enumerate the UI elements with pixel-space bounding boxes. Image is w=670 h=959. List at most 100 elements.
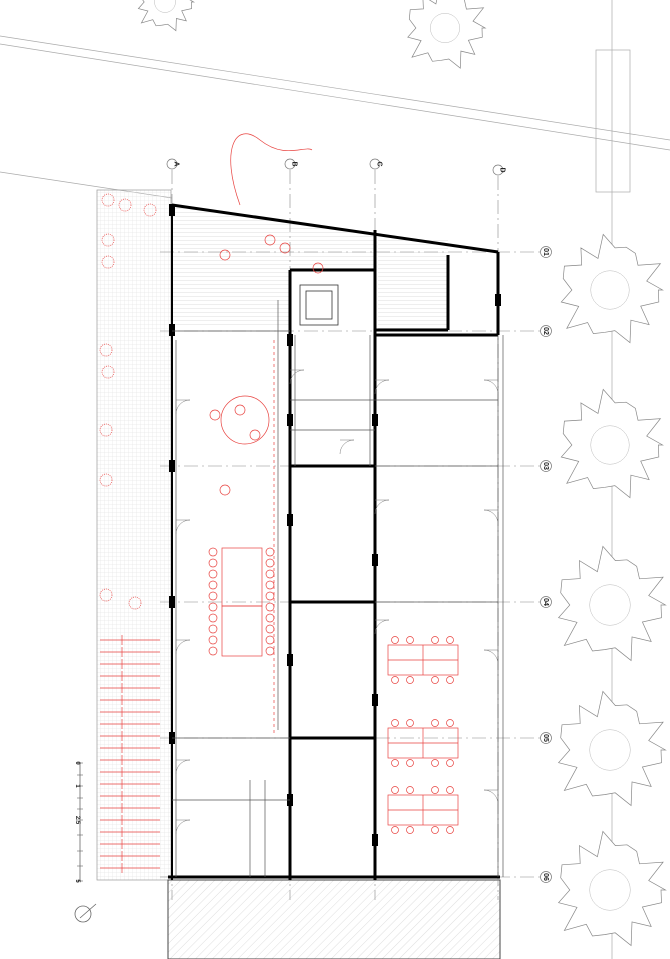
long-table xyxy=(221,547,263,607)
chair-icon xyxy=(406,759,414,767)
door-swing xyxy=(483,789,499,805)
chair-icon xyxy=(446,786,454,794)
column xyxy=(495,294,501,306)
tree-inner xyxy=(430,13,460,43)
door-swing xyxy=(175,519,191,535)
column xyxy=(372,694,378,706)
grid-label-A: A xyxy=(173,161,180,166)
grid-bubble-02 xyxy=(540,325,552,337)
chair-icon xyxy=(406,719,414,727)
chair-icon xyxy=(208,580,218,590)
chair-icon xyxy=(265,635,275,645)
tree-inner xyxy=(590,425,630,465)
door-swing xyxy=(175,399,191,415)
tree-icon xyxy=(560,233,664,344)
door-swing xyxy=(374,379,390,395)
tree-icon xyxy=(137,0,196,32)
wall xyxy=(171,203,499,254)
stairwell xyxy=(378,240,448,330)
person-icon xyxy=(312,262,324,274)
circulation-path xyxy=(230,133,313,206)
chair-icon xyxy=(208,569,218,579)
chair-icon xyxy=(265,547,275,557)
chair-icon xyxy=(431,676,439,684)
grid-bubble-05 xyxy=(540,732,552,744)
person-icon xyxy=(234,404,246,416)
door-swing xyxy=(483,379,499,395)
chair-icon xyxy=(208,591,218,601)
grid-bubble-B xyxy=(284,158,296,170)
chair-icon xyxy=(208,558,218,568)
tree-inner xyxy=(589,869,631,911)
person-icon xyxy=(209,409,221,421)
chair-icon xyxy=(265,602,275,612)
grid-bubble-D xyxy=(492,164,504,176)
plant-icon xyxy=(101,255,115,269)
grid-label-05: 05 xyxy=(542,734,549,742)
chair-icon xyxy=(406,826,414,834)
chair-icon xyxy=(208,624,218,634)
terrace xyxy=(96,189,172,881)
chair-icon xyxy=(431,719,439,727)
chair-icon xyxy=(265,646,275,656)
tree-icon xyxy=(557,545,667,662)
chair-icon xyxy=(265,591,275,601)
scale-bar: 0 1 2.5 5 xyxy=(74,761,83,883)
grid-label-06: 06 xyxy=(542,873,549,881)
column xyxy=(372,414,378,426)
chair-icon xyxy=(208,602,218,612)
chair-icon xyxy=(431,759,439,767)
chair-icon xyxy=(391,786,399,794)
scale-label-1: 1 xyxy=(74,784,80,788)
chair-icon xyxy=(406,786,414,794)
grid-bubble-06 xyxy=(540,871,552,883)
grid-label-02: 02 xyxy=(542,327,549,335)
plant-icon xyxy=(118,198,132,212)
door-swing xyxy=(175,819,191,835)
column xyxy=(169,596,175,608)
tree-inner xyxy=(589,584,631,626)
door-swing xyxy=(483,509,499,525)
plant-icon xyxy=(99,343,113,357)
tree-inner xyxy=(589,729,631,771)
grid-label-D: D xyxy=(499,167,506,172)
chair-icon xyxy=(208,613,218,623)
tree-inner xyxy=(590,270,630,310)
trees xyxy=(137,0,667,947)
chair-icon xyxy=(391,636,399,644)
column xyxy=(372,554,378,566)
column xyxy=(372,834,378,846)
chair-icon xyxy=(446,759,454,767)
column xyxy=(287,654,293,666)
column xyxy=(287,334,293,346)
chair-icon xyxy=(431,786,439,794)
column xyxy=(287,414,293,426)
door-swing xyxy=(374,619,390,635)
chair-icon xyxy=(208,646,218,656)
scale-label-5: 5 xyxy=(74,879,80,883)
tree-inner xyxy=(154,0,176,13)
plant-icon xyxy=(143,203,157,217)
door-swing xyxy=(175,759,191,775)
door-swing xyxy=(289,369,305,385)
grid-bubble-01 xyxy=(540,246,552,258)
door-swing xyxy=(175,639,191,655)
grid-bubble-03 xyxy=(540,460,552,472)
chair-icon xyxy=(446,676,454,684)
plant-icon xyxy=(99,588,113,602)
person-icon xyxy=(249,429,261,441)
tree-icon xyxy=(560,388,664,499)
grid-label-B: B xyxy=(291,161,298,166)
chair-icon xyxy=(446,636,454,644)
grid-bubble-A xyxy=(166,158,178,170)
scale-label-2-5: 2.5 xyxy=(74,816,80,825)
column xyxy=(169,460,175,472)
chair-icon xyxy=(446,719,454,727)
elevator xyxy=(299,284,339,326)
chair-icon xyxy=(265,569,275,579)
chair-icon xyxy=(406,676,414,684)
chair-icon xyxy=(391,719,399,727)
chair-icon xyxy=(265,558,275,568)
door-swing xyxy=(374,499,390,515)
